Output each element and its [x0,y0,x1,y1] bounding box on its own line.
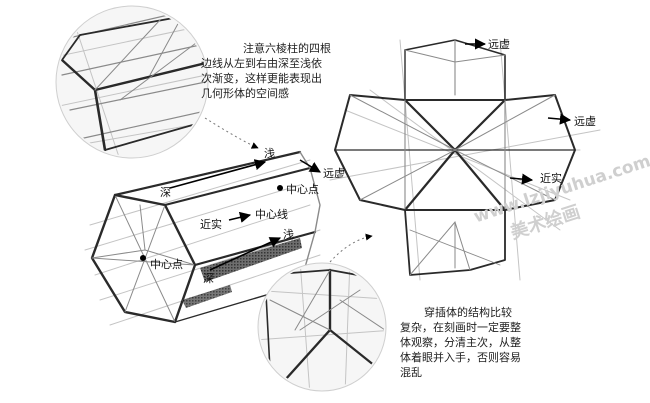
arrow-far-right [547,113,572,125]
label-far-right: 远虚 [574,115,596,128]
arrow-deep-to-shallow-bottom [209,237,282,271]
label-far-top-right: 远虚 [488,38,510,51]
label-shallow-top: 浅 [264,147,275,160]
note-top-line-2: 边线从左到右由深至浅依 [201,56,322,70]
note-top-line-1: 注意六棱柱的四根 [243,41,331,55]
arrow-far-left [299,159,321,173]
note-bottom-line-4: 体着眼并入手，否则容易 [400,350,521,364]
label-deep-bottom: 深 [203,272,214,285]
pointer-dashed-top [204,117,259,149]
note-bottom-line-1: 穿插体的结构比较 [424,305,512,319]
note-bottom-line-5: 混乱 [400,366,422,379]
arrow-deep-to-shallow-top [169,159,267,189]
note-top-line-3: 次渐变，这样更能表现出 [201,71,322,85]
label-center-line: 中心线 [255,207,288,221]
label-near-right: 近实 [540,171,562,185]
magnifier-circle-top-left [55,5,209,159]
label-deep-top: 深 [160,186,171,199]
watermark: www.lzjiyuhua.com 美术绘画 [471,151,650,243]
pointer-dashed-bottom [329,233,373,263]
note-bottom-line-3: 体观察，分清主次，从整 [400,335,521,349]
label-center-point-right: 中心点 [286,183,319,196]
center-point-left-dot [140,255,146,261]
arrow-center-line [228,211,252,223]
magnifier-circle-bottom [257,262,387,392]
label-near-solid: 近实 [200,217,222,231]
label-center-point-left: 中心点 [150,258,183,271]
note-bottom: 穿插体的结构比较 复杂，在刻画时一定要整 体观察，分清主次，从整 体着眼并入手，… [400,305,521,379]
note-bottom-line-2: 复杂，在刻画时一定要整 [400,320,521,334]
label-shallow-bottom: 浅 [283,228,294,241]
intersecting-blocks-sketch [329,39,601,281]
center-point-right-dot [277,185,283,191]
arrow-near-right [509,173,534,185]
note-top-line-4: 几何形体的空间感 [201,86,289,100]
label-far-left: 远虚 [323,167,345,180]
note-top: 注意六棱柱的四根 边线从左到右由深至浅依 次渐变，这样更能表现出 几何形体的空间… [201,41,331,100]
